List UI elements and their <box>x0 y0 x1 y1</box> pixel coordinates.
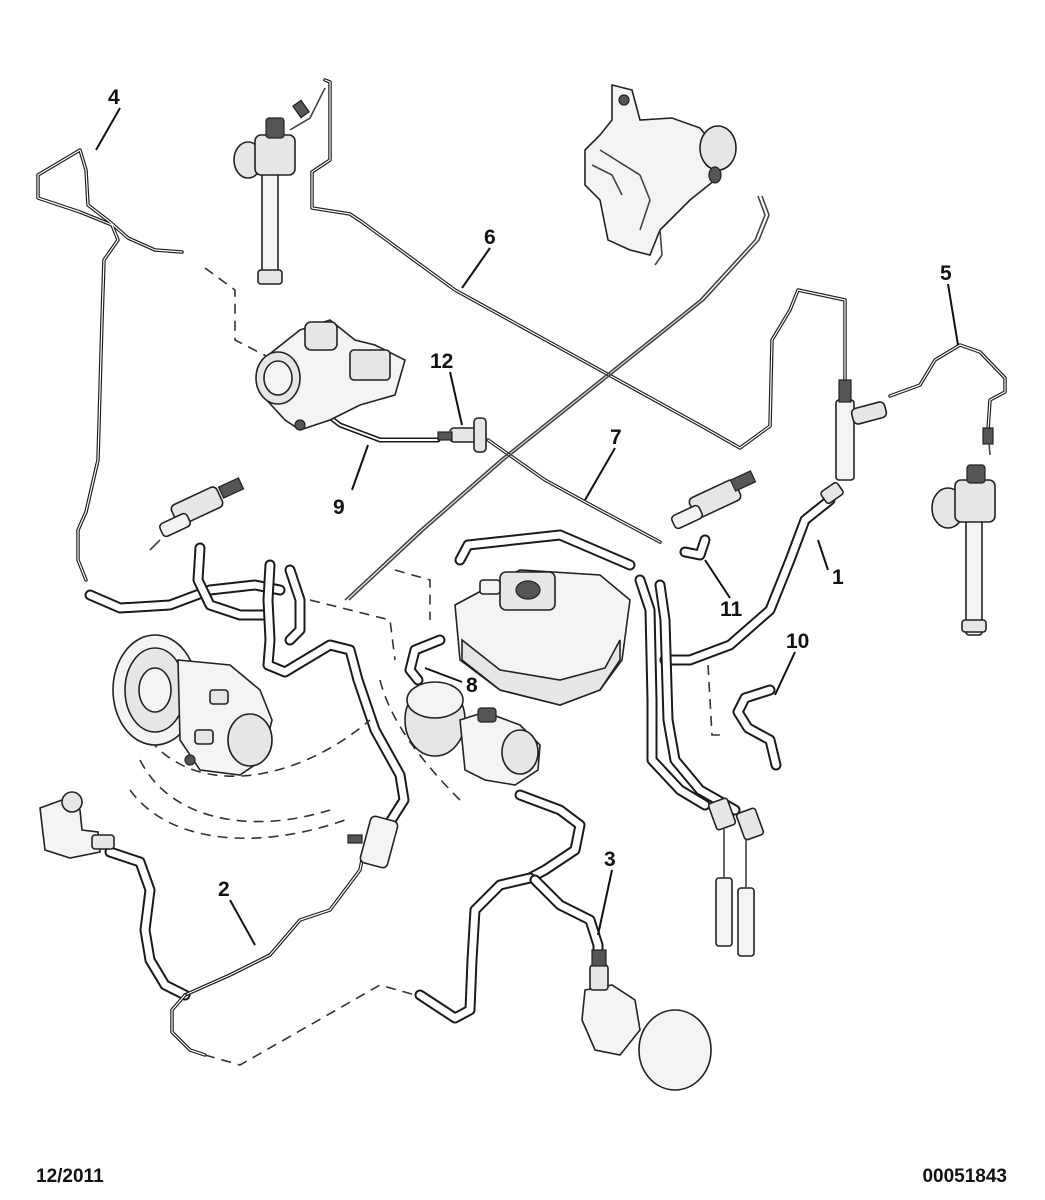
pipe-4 <box>36 148 184 582</box>
footer-date: 12/2011 <box>36 1166 104 1187</box>
injector-right <box>931 427 996 636</box>
injector-small-right <box>670 470 757 530</box>
callout-12: 12 <box>430 350 453 373</box>
coolant-fitting-bottom-left <box>39 791 115 859</box>
pipe-7 <box>486 438 662 544</box>
hose-3 <box>414 789 604 1024</box>
callout-11: 11 <box>720 598 743 621</box>
injector-top-center <box>233 87 326 285</box>
callout-4: 4 <box>108 86 120 109</box>
hose-down-right <box>454 529 741 816</box>
fitting-pipe-1 <box>820 379 888 505</box>
callout-labels: 4 6 5 12 9 7 1 11 10 8 2 3 <box>108 86 952 901</box>
hose-1 <box>659 494 836 666</box>
footer-reference-number: 00051843 <box>922 1166 1007 1187</box>
callout-6: 6 <box>484 226 496 249</box>
callout-9: 9 <box>333 496 345 519</box>
injector-small-left <box>149 477 245 551</box>
callout-10: 10 <box>786 630 809 653</box>
hose-left-loop <box>84 542 410 851</box>
engine-mount-bracket <box>584 83 737 266</box>
fuel-filter-housing <box>454 569 631 706</box>
hose-2 <box>104 843 367 1057</box>
accumulator-bottom <box>581 949 712 1091</box>
hose-10 <box>732 684 782 771</box>
tee-connector-12 <box>437 417 487 453</box>
callout-8: 8 <box>466 674 478 697</box>
callout-1: 1 <box>832 566 844 589</box>
pump-pulley <box>112 634 273 776</box>
callout-5: 5 <box>940 262 952 285</box>
callout-3: 3 <box>604 848 616 871</box>
callout-2: 2 <box>218 878 230 901</box>
inline-filter <box>347 815 399 869</box>
pipe-5 <box>888 343 1007 432</box>
connector-11 <box>679 534 711 561</box>
connector-8 <box>404 634 446 686</box>
filter-canister-center <box>404 681 541 786</box>
dashed-guides <box>129 267 725 1066</box>
injector-pair-bottom <box>707 797 765 957</box>
callout-7: 7 <box>610 426 622 449</box>
vent-line <box>344 195 766 601</box>
pipe-6 <box>310 78 847 450</box>
callout-leaders <box>95 107 959 946</box>
high-pressure-pump-top <box>255 319 406 431</box>
